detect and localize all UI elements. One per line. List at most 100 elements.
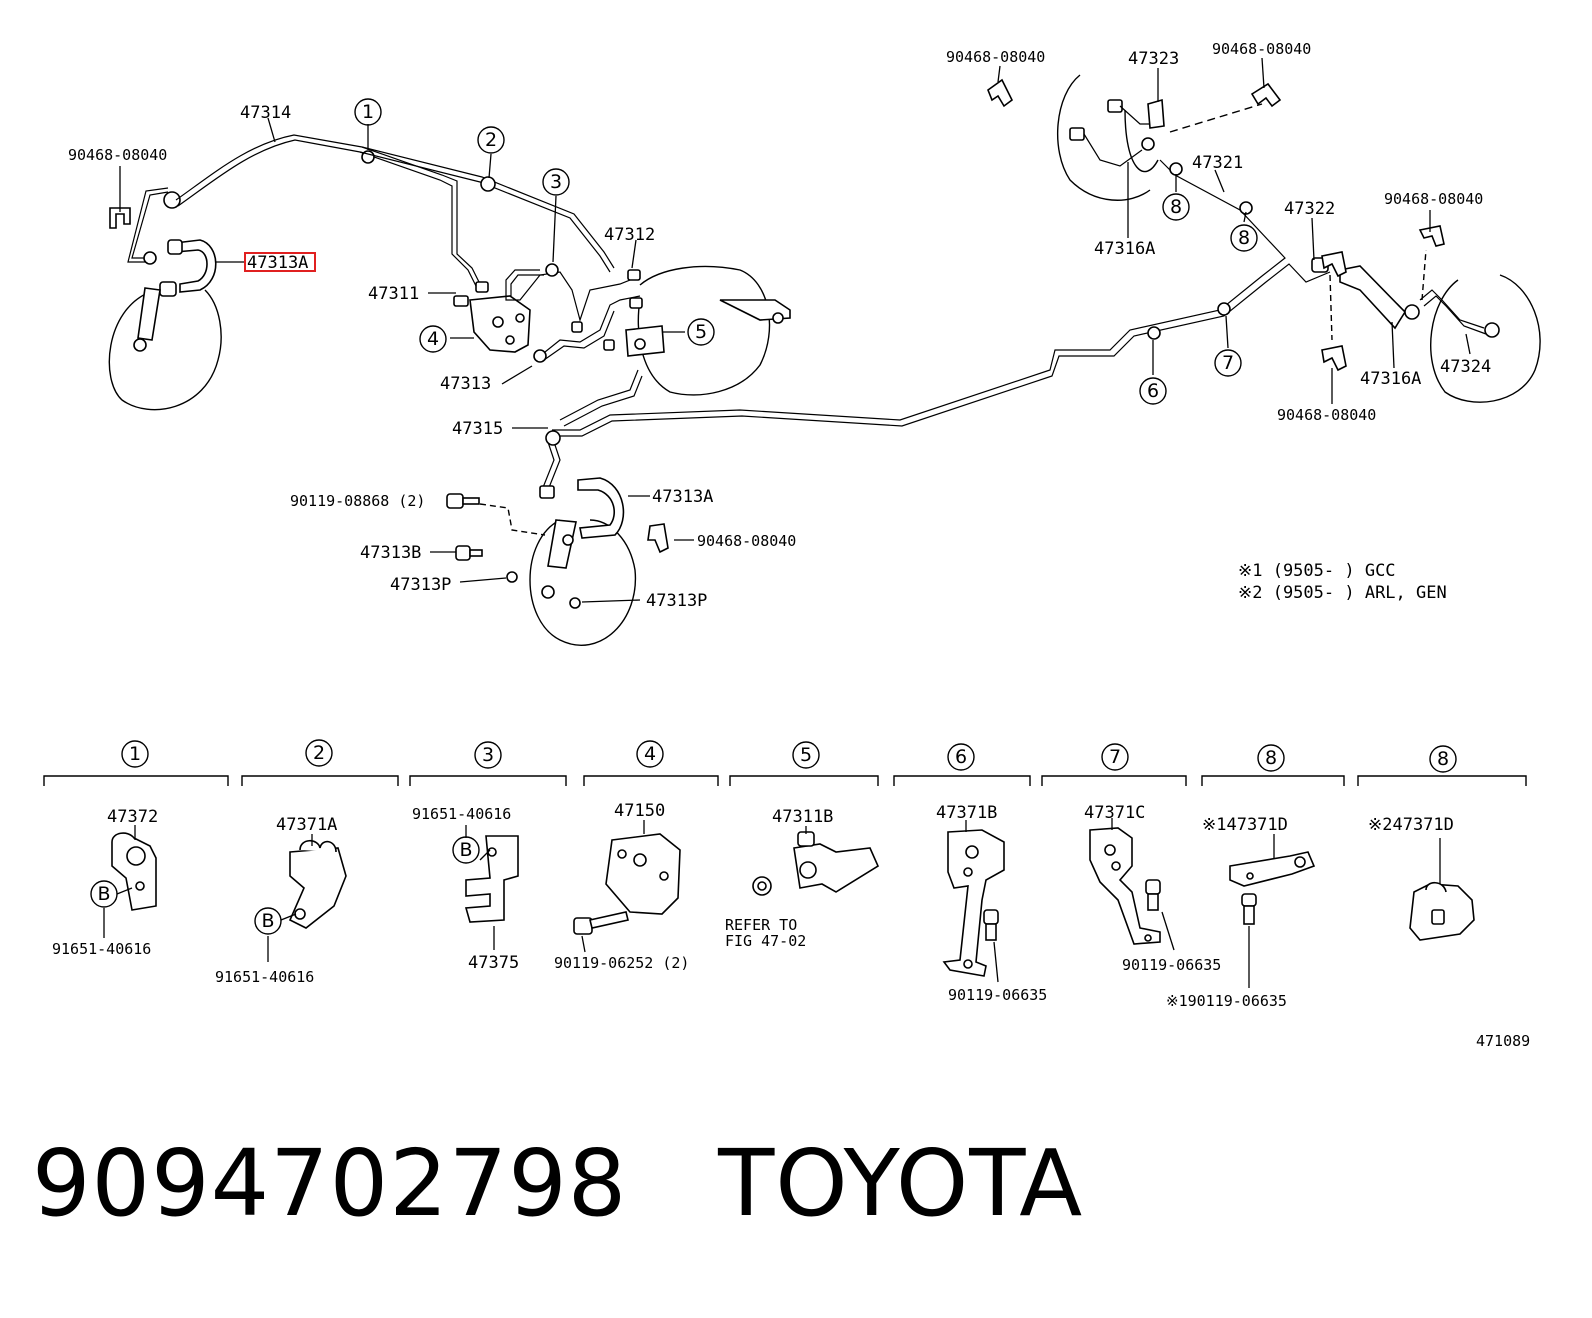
label-47313a-highlighted[interactable]: 47313A (247, 253, 308, 273)
svg-text:2: 2 (313, 742, 325, 764)
detail-2-clamp (267, 834, 347, 962)
bolt-47313b (455, 545, 483, 561)
svg-text:8: 8 (1437, 748, 1449, 770)
header-circled-3: 3 (474, 741, 502, 769)
svg-text:B: B (97, 883, 110, 905)
header-circled-5: 5 (792, 741, 820, 769)
detail-5-union (752, 826, 880, 896)
detail-6-part-label: 47371B (936, 803, 997, 823)
highlight-box (244, 252, 316, 272)
label-47316a-a: 47316A (1094, 239, 1155, 259)
label-clip-top-left: 90468-08040 (68, 146, 167, 164)
clip-top-left (109, 207, 131, 229)
label-47312: 47312 (604, 225, 655, 245)
detail-8a-part-label: ※147371D (1202, 815, 1288, 835)
svg-text:6: 6 (955, 746, 967, 768)
circled-1: 1 (354, 98, 382, 126)
detail-8b-part-label: ※247371D (1368, 815, 1454, 835)
bolt-90119-08868 (446, 493, 546, 536)
detail-3-bolt-label: 91651-40616 (412, 805, 511, 823)
label-clip-top-2: 90468-08040 (1212, 40, 1311, 58)
header-circled-1: 1 (121, 740, 149, 768)
proportioning-valve (453, 281, 531, 353)
detail-8b-clip (1409, 838, 1475, 941)
left-brake-drum (108, 289, 222, 411)
caption: 9094702798 TOYOTA (32, 1130, 1083, 1237)
detail-8a-bracket (1229, 834, 1316, 988)
clip-right (1418, 225, 1445, 247)
svg-text:1: 1 (129, 743, 141, 765)
svg-text:4: 4 (644, 743, 656, 765)
detail-5-refer-line2: FIG 47-02 (725, 932, 806, 950)
svg-text:5: 5 (800, 744, 812, 766)
header-circled-4: 4 (636, 740, 664, 768)
label-47313b: 47313B (360, 543, 421, 563)
label-clip-right: 90468-08040 (1384, 190, 1483, 208)
label-47316a-b: 47316A (1360, 369, 1421, 389)
label-clip-top-1: 90468-08040 (946, 48, 1045, 66)
detail-2-part-label: 47371A (276, 815, 337, 835)
header-circled-8a: 8 (1257, 744, 1285, 772)
header-circled-6: 6 (947, 743, 975, 771)
svg-text:B: B (459, 839, 472, 861)
svg-text:5: 5 (695, 321, 707, 343)
circled-3: 3 (542, 168, 570, 196)
detail-6-bolt-label: 90119-06635 (948, 986, 1047, 1004)
detail-2-b-mark: B (254, 907, 282, 935)
detail-7-bracket (1089, 818, 1175, 951)
header-circled-8b: 8 (1429, 745, 1457, 773)
detail-1-b-mark: B (90, 880, 118, 908)
plug-47313p-a (506, 571, 518, 583)
label-47322: 47322 (1284, 199, 1335, 219)
svg-text:3: 3 (482, 744, 494, 766)
clip-top-2 (1250, 82, 1282, 108)
detail-3-part-label: 47375 (468, 953, 519, 973)
label-47323: 47323 (1128, 49, 1179, 69)
label-47315: 47315 (452, 419, 503, 439)
circled-8b: 8 (1230, 224, 1258, 252)
label-47313a-bottom: 47313A (652, 487, 713, 507)
hose-47313a-left (127, 187, 217, 352)
svg-text:2: 2 (485, 129, 497, 151)
brake-booster (625, 265, 791, 396)
svg-text:8: 8 (1170, 196, 1182, 218)
header-circled-7: 7 (1101, 743, 1129, 771)
header-circled-2: 2 (305, 739, 333, 767)
label-47324: 47324 (1440, 357, 1491, 377)
circled-5: 5 (687, 318, 715, 346)
detail-8a-bolt-label: ※190119-06635 (1166, 992, 1287, 1010)
detail-5-refer-line1: REFER TO (725, 916, 797, 934)
detail-7-bolt-label: 90119-06635 (1122, 956, 1221, 974)
note-2: ※2 (9505- ) ARL, GEN (1238, 583, 1447, 603)
clip-top-1 (987, 78, 1014, 108)
caption-part-number: 9094702798 (32, 1130, 628, 1237)
detail-3-b-mark: B (452, 836, 480, 864)
svg-text:3: 3 (550, 171, 562, 193)
circled-4: 4 (419, 325, 447, 353)
detail-2-bolt-label: 91651-40616 (215, 968, 314, 986)
detail-1-clamp (103, 825, 157, 938)
detail-7-part-label: 47371C (1084, 803, 1145, 823)
label-47314: 47314 (240, 103, 291, 123)
label-47311: 47311 (368, 284, 419, 304)
detail-5-part-label: 47311B (772, 807, 833, 827)
svg-text:6: 6 (1147, 380, 1159, 402)
detail-1-part-label: 47372 (107, 807, 158, 827)
label-47313: 47313 (440, 374, 491, 394)
detail-3-clamp (464, 825, 519, 950)
front-left-brake-drum (529, 430, 637, 646)
label-clip-bottom: 90468-08040 (697, 532, 796, 550)
detail-1-bolt-label: 91651-40616 (52, 940, 151, 958)
circled-6: 6 (1139, 377, 1167, 405)
label-bolt-90119-08868: 90119-08868 (2) (290, 492, 425, 510)
clip-bottom (647, 523, 669, 554)
svg-text:7: 7 (1222, 352, 1234, 374)
label-47313p-b: 47313P (646, 591, 707, 611)
circled-7: 7 (1214, 349, 1242, 377)
svg-text:1: 1 (362, 101, 374, 123)
svg-text:8: 8 (1238, 227, 1250, 249)
circled-8a: 8 (1162, 193, 1190, 221)
svg-text:4: 4 (427, 328, 439, 350)
circled-2: 2 (477, 126, 505, 154)
